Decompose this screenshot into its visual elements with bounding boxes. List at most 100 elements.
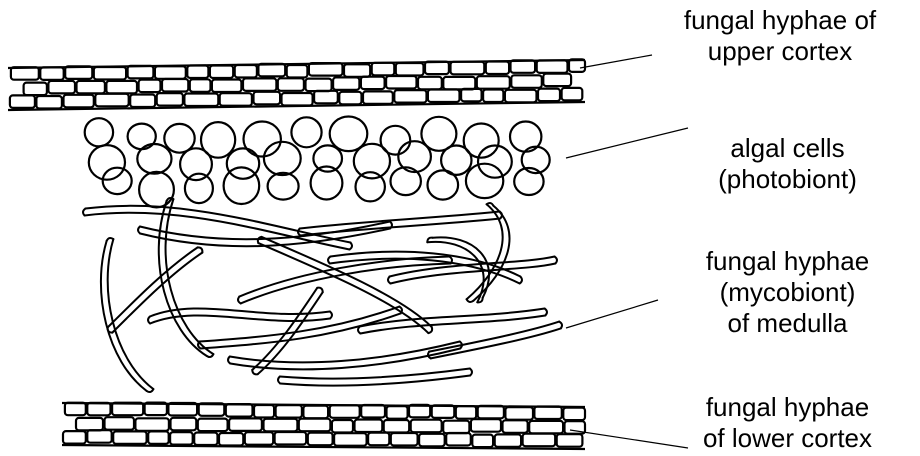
upper-cortex-cell	[65, 66, 92, 79]
medulla-hypha-tip	[545, 309, 547, 316]
medulla-hypha-edge	[300, 218, 500, 235]
upper-cortex-cell	[511, 60, 536, 73]
upper-cortex-cell	[48, 81, 75, 94]
upper-cortex-cell	[363, 91, 393, 104]
leader-line-medulla	[566, 300, 658, 328]
lower-cortex-cell	[471, 419, 501, 432]
upper-cortex-cell	[486, 62, 509, 75]
algal-cell	[428, 170, 459, 199]
upper-cortex-cell	[278, 78, 304, 91]
upper-cortex-cell	[10, 95, 35, 108]
medulla-hypha-tip	[559, 322, 562, 329]
lower-cortex-cell	[65, 403, 86, 416]
label-algal-cells: algal cells (photobiont)	[660, 133, 915, 195]
label-upper-cortex: fungal hyphae of upper cortex	[640, 5, 920, 67]
upper-cortex-cell	[40, 67, 63, 80]
lower-cortex-cell	[368, 433, 389, 446]
lower-cortex-cell	[446, 433, 471, 446]
lower-cortex-cell	[194, 433, 217, 446]
algal-cell	[128, 124, 156, 150]
lower-cortex-cell	[87, 403, 110, 416]
medulla-hypha-tip	[198, 247, 203, 252]
upper-cortex-cell	[287, 65, 308, 78]
algal-cell	[244, 122, 281, 157]
label-algal-cells-line-1: algal cells	[660, 133, 915, 164]
upper-cortex-cell	[210, 66, 233, 79]
lower-cortex-cell	[219, 433, 243, 446]
lower-cortex-cell	[275, 432, 307, 445]
upper-cortex-cell	[254, 92, 281, 105]
upper-cortex-cell	[425, 62, 449, 75]
upper-cortex-cell	[339, 92, 361, 105]
lower-cortex-cell	[529, 421, 563, 434]
medulla-hypha-tip	[428, 327, 432, 333]
upper-cortex-cell	[157, 93, 183, 106]
upper-cortex-cell	[94, 67, 126, 80]
algal-cell	[264, 142, 301, 175]
upper-cortex-cell	[212, 80, 242, 93]
upper-cortex-cell	[243, 78, 276, 91]
upper-cortex-cell	[306, 79, 332, 92]
medulla-hypha-tip	[148, 317, 150, 324]
algal-cell	[268, 173, 299, 200]
label-algal-cells-line-2: (photobiont)	[660, 164, 915, 195]
medulla-hypha-edge	[241, 263, 451, 303]
upper-cortex-cell	[505, 90, 537, 103]
upper-cortex-cell	[187, 66, 208, 79]
lower-cortex-cell	[503, 420, 528, 433]
upper-cortex-cell	[372, 63, 395, 76]
algal-cell	[291, 117, 321, 147]
algal-cell	[137, 144, 171, 174]
lower-cortex-cell	[355, 420, 383, 433]
upper-cortex-cell	[333, 77, 359, 90]
lower-cortex-cell	[229, 418, 262, 431]
lower-cortex-cell	[472, 435, 493, 448]
medulla-hypha-edge	[429, 322, 559, 352]
upper-cortex-cell	[537, 60, 568, 73]
lower-cortex-cell	[432, 405, 455, 418]
label-medulla-line-1: fungal hyphae	[660, 246, 915, 277]
medulla-hypha-tip	[252, 370, 257, 374]
label-medulla-line-3: of medulla	[660, 308, 915, 339]
medulla-hypha-tip	[108, 327, 113, 332]
upper-cortex-cell	[511, 75, 542, 88]
algal-cell	[224, 167, 260, 204]
medulla-hypha-tip	[350, 243, 352, 250]
lower-cortex-cell	[456, 406, 476, 419]
lower-cortex-cell	[557, 434, 583, 447]
upper-cortex-cell	[396, 63, 424, 76]
upper-cortex-cell	[483, 90, 503, 103]
lower-cortex-cell	[332, 420, 353, 433]
upper-cortex-cell	[386, 76, 416, 89]
upper-cortex-cell	[106, 81, 137, 94]
upper-cortex-cell	[128, 66, 154, 79]
lower-cortex-cell	[113, 431, 146, 444]
upper-cortex-cell	[95, 94, 128, 107]
lower-cortex-cell	[63, 431, 86, 444]
medulla-hypha-tip	[138, 227, 140, 234]
algal-cell	[466, 164, 503, 198]
lower-cortex-cell	[245, 432, 273, 445]
algal-cell	[103, 168, 132, 194]
medulla-hypha-tip	[328, 257, 330, 264]
upper-cortex-cell	[282, 93, 313, 106]
upper-cortex-cell	[562, 88, 583, 101]
medulla-hypha-tip	[388, 277, 390, 284]
upper-cortex-cell	[235, 65, 257, 78]
medulla-hypha-tip	[207, 354, 214, 357]
upper-cortex-cell	[361, 77, 385, 90]
upper-cortex-layer	[8, 59, 585, 110]
medulla-hypha-edge	[166, 199, 214, 354]
upper-cortex-cell	[24, 83, 47, 96]
lower-cortex-cell	[330, 405, 360, 418]
upper-cortex-cell	[394, 90, 426, 103]
label-medulla: fungal hyphae (mycobiont) of medulla	[660, 246, 915, 339]
upper-cortex-cell	[538, 89, 560, 102]
algal-cell	[313, 145, 342, 171]
upper-cortex-cell	[190, 79, 211, 92]
upper-cortex-cell	[220, 93, 252, 106]
lower-cortex-cell	[254, 405, 274, 418]
medulla-hypha-tip	[317, 288, 322, 292]
label-medulla-line-2: (mycobiont)	[660, 277, 915, 308]
